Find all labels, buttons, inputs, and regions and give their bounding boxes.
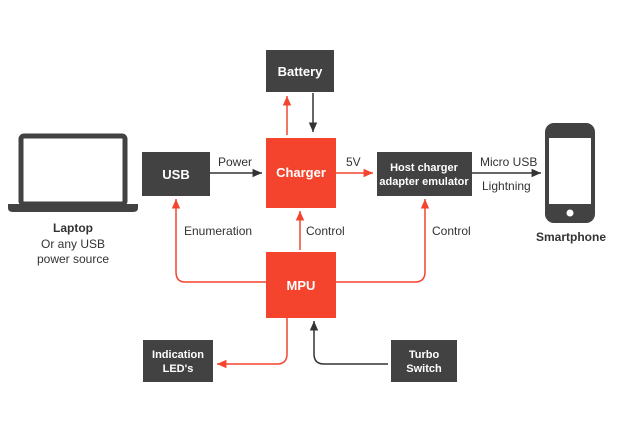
label-control-right: Control — [432, 224, 471, 238]
edge-mpu-to-host — [336, 199, 430, 283]
svg-text:Battery: Battery — [278, 64, 324, 79]
label-power: Power — [218, 155, 252, 169]
edge-turbo-to-mpu — [309, 321, 388, 365]
laptop-icon — [8, 133, 138, 212]
laptop-subtitle-line1: Or any USB — [41, 237, 105, 251]
node-usb: USB — [142, 152, 210, 196]
label-control-center: Control — [306, 224, 345, 238]
node-charger: Charger — [266, 138, 336, 208]
label-lightning: Lightning — [482, 179, 531, 193]
node-host-charger-adapter-emulator: Host charger adapter emulator — [377, 152, 472, 196]
svg-text:Host charger: Host charger — [390, 162, 459, 174]
edge-mpu-to-indication — [217, 318, 288, 369]
laptop-title: Laptop — [53, 221, 93, 235]
svg-text:Switch: Switch — [406, 363, 442, 375]
svg-text:USB: USB — [162, 167, 189, 182]
laptop-subtitle-line2: power source — [37, 252, 109, 266]
edge-mpu-to-usb — [171, 199, 266, 283]
label-5v: 5V — [346, 155, 361, 169]
svg-text:adapter emulator: adapter emulator — [379, 176, 469, 188]
smartphone-icon — [545, 123, 595, 223]
svg-text:Charger: Charger — [276, 165, 326, 180]
node-mpu: MPU — [266, 252, 336, 318]
node-battery: Battery — [266, 50, 334, 92]
svg-text:Indication: Indication — [152, 349, 204, 361]
node-turbo-switch: Turbo Switch — [391, 340, 457, 382]
label-micro-usb: Micro USB — [480, 155, 537, 169]
svg-text:LED's: LED's — [163, 363, 194, 375]
smartphone-label: Smartphone — [536, 230, 606, 244]
svg-text:MPU: MPU — [287, 278, 316, 293]
node-indication-leds: Indication LED's — [143, 340, 213, 382]
label-enumeration: Enumeration — [184, 224, 252, 238]
svg-text:Turbo: Turbo — [409, 349, 440, 361]
